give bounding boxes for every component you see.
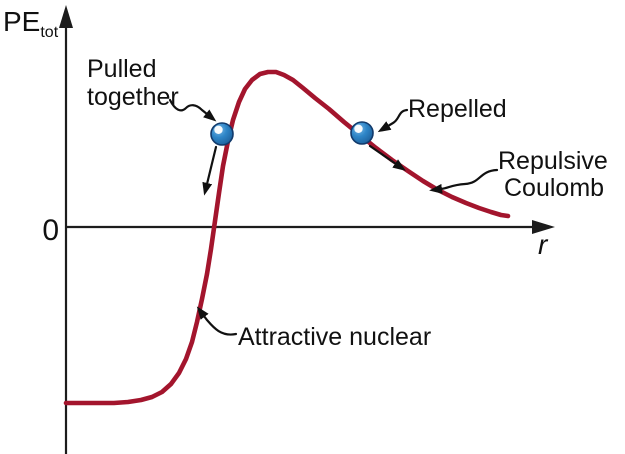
repulsive-coulomb-label-line2: Coulomb <box>504 174 604 202</box>
pulled-together-label-line1: Pulled <box>87 55 157 83</box>
nucleon-sphere-icon <box>350 121 374 145</box>
pulled-together-arrow <box>168 98 217 122</box>
pulled-together-label-line2: together <box>87 83 179 111</box>
pe-curve <box>63 69 511 406</box>
origin-tick-label: 0 <box>42 214 59 247</box>
attractive-nuclear-arrow <box>196 306 238 336</box>
attractive-nuclear-label: Attractive nuclear <box>238 323 431 351</box>
repulsive-coulomb-arrow <box>429 168 499 194</box>
sphere-highlight <box>354 124 363 133</box>
repelled-arrow <box>377 108 409 133</box>
nucleon-inside-barrier <box>210 122 234 146</box>
leader-arrows <box>168 98 499 336</box>
x-axis-label: r <box>538 229 549 260</box>
y-axis-label: PEtot <box>3 6 59 41</box>
repulsive-coulomb-label-line1: Repulsive <box>498 147 608 175</box>
left-nucleon-arrow <box>202 145 218 196</box>
nucleon-markers <box>210 121 374 146</box>
y-axis-label-main: PE <box>3 6 40 37</box>
y-axis-arrowhead <box>59 5 73 28</box>
y-axis-label-subscript: tot <box>40 24 58 41</box>
x-axis-arrowhead <box>532 220 555 234</box>
repelled-label: Repelled <box>408 95 507 123</box>
nucleon-outside-barrier <box>350 121 374 145</box>
axes <box>59 5 555 454</box>
sphere-highlight <box>214 125 223 134</box>
labels: PEtot 0 r Pulled together Repelled Repul… <box>3 6 608 351</box>
nucleon-sphere-icon <box>210 122 234 146</box>
right-nucleon-arrow <box>368 144 406 171</box>
